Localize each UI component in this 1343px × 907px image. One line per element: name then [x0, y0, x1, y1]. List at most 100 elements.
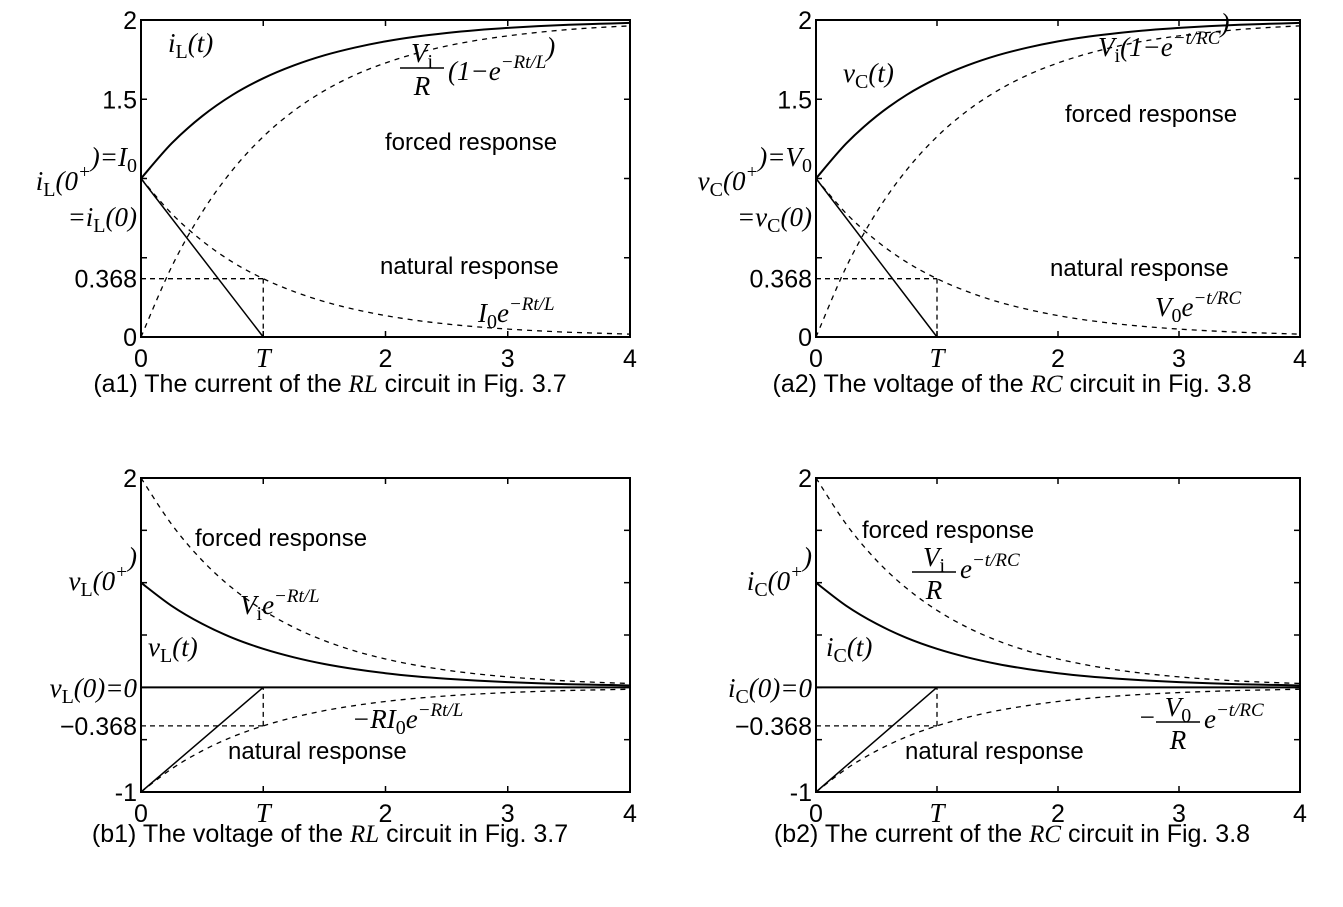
x-tick-label: 2	[1051, 800, 1065, 828]
math-part: i	[427, 51, 433, 73]
caption-part: circuit in Fig. 3.7	[379, 820, 568, 848]
math-part: (0)=0	[74, 673, 138, 703]
minus-sign: −	[1138, 702, 1156, 732]
math-part: 0	[1181, 705, 1191, 727]
annotation-math: vL(t)	[148, 632, 198, 667]
x-tick-label: T	[929, 343, 946, 373]
math-part: C	[834, 645, 847, 667]
annotation-math: (1−e−Rt/L)	[448, 32, 555, 86]
panel-caption: (b2) The current of the RC circuit in Fi…	[774, 820, 1250, 848]
x-tick-label: 4	[1293, 345, 1307, 373]
math-part: V	[411, 38, 431, 68]
math-part: e	[262, 590, 274, 620]
annotation-label: forced response	[385, 129, 557, 156]
caption-part: RC	[1030, 371, 1063, 398]
annotation-math: Vi(1−e−t/RC)	[1098, 8, 1229, 67]
y-tick-label: 2	[798, 7, 812, 35]
tangent-line	[815, 178, 938, 338]
series-forced-line	[140, 477, 631, 685]
math-part: C	[767, 215, 780, 237]
math-part: e	[1182, 292, 1194, 322]
series-natural-line	[815, 178, 1301, 335]
y-tick-label: 2	[798, 465, 812, 493]
y-tick-label: −0.368	[735, 713, 812, 741]
series-total-line	[815, 21, 1301, 180]
y-tick-label: -1	[115, 779, 137, 807]
y-tick-label: 2	[123, 465, 137, 493]
math-part: i	[168, 28, 176, 58]
x-tick-label: 4	[623, 800, 637, 828]
series-natural-line	[140, 178, 631, 335]
annotation-math: vL(0)=0	[50, 673, 138, 708]
fraction-numerator: V0	[1165, 692, 1192, 727]
math-part: i	[728, 673, 736, 703]
annotation-math: iC(t)	[826, 632, 872, 667]
math-part: e	[497, 298, 509, 328]
y-tick-label: 0.368	[749, 266, 812, 294]
math-part: v	[68, 566, 80, 596]
annotation-label: natural response	[1050, 255, 1229, 282]
math-part: )	[544, 32, 555, 62]
x-tick-label: 2	[379, 800, 393, 828]
caption-part: (a1) The current of the	[93, 370, 348, 398]
math-part: −t/RC	[1216, 700, 1264, 721]
series-forced-line	[815, 477, 1301, 685]
x-tick-label: 4	[1293, 800, 1307, 828]
math-part: −RI	[352, 704, 398, 734]
math-part: i	[747, 566, 755, 596]
math-part: L	[93, 215, 105, 237]
math-part: 0	[127, 155, 137, 177]
math-part: −Rt/L	[418, 700, 464, 721]
math-part: i	[826, 632, 834, 662]
y-tick-label: 0	[123, 324, 137, 352]
annotation-math: =iL(0)	[68, 202, 137, 237]
caption-part: RL	[348, 371, 378, 398]
math-part: =i	[68, 202, 94, 232]
series-forced-line	[815, 25, 1301, 338]
fraction-denominator: R	[1169, 725, 1187, 755]
math-part: (t)	[188, 28, 213, 58]
math-part: )	[126, 542, 137, 572]
x-tick-label: 4	[623, 345, 637, 373]
math-part: v	[843, 58, 855, 88]
math-part: +	[78, 162, 91, 183]
math-part: −Rt/L	[509, 294, 555, 315]
annotation-math: iL(t)	[168, 28, 213, 63]
x-tick-label: 3	[1172, 800, 1186, 828]
x-tick-label: 0	[134, 800, 148, 828]
math-part: C	[710, 179, 723, 201]
annotation-math: iC(0)=0	[728, 673, 813, 708]
math-part: (t)	[847, 632, 872, 662]
math-part: V	[923, 542, 943, 572]
math-part: L	[80, 579, 92, 601]
annotation-label: forced response	[862, 517, 1034, 544]
math-part: (0)=0	[749, 673, 813, 703]
math-part: )=V	[756, 142, 805, 172]
annotation-math: iL(0+)=I0	[36, 142, 137, 201]
fraction-numerator: Vi	[923, 542, 946, 577]
math-part: R	[925, 575, 943, 605]
x-tick-label: 3	[501, 345, 515, 373]
annotation-math: Vie−Rt/L	[240, 586, 320, 625]
math-part: I	[477, 298, 489, 328]
y-tick-label: −0.368	[60, 713, 137, 741]
y-tick-label: 2	[123, 7, 137, 35]
fraction-denominator: R	[925, 575, 943, 605]
math-part: )	[801, 542, 812, 572]
fraction-denominator: R	[413, 71, 431, 101]
math-part: +	[115, 562, 128, 583]
annotation-math: =vC(0)	[737, 202, 812, 237]
annotation-label: forced response	[1065, 101, 1237, 128]
math-part: +	[745, 162, 758, 183]
caption-part: circuit in Fig. 3.8	[1063, 370, 1252, 398]
math-part: V	[1098, 32, 1118, 62]
axes-frame	[140, 477, 631, 793]
math-part: (t)	[172, 632, 197, 662]
fraction-numerator: Vi	[411, 38, 434, 73]
math-part: L	[176, 41, 188, 63]
